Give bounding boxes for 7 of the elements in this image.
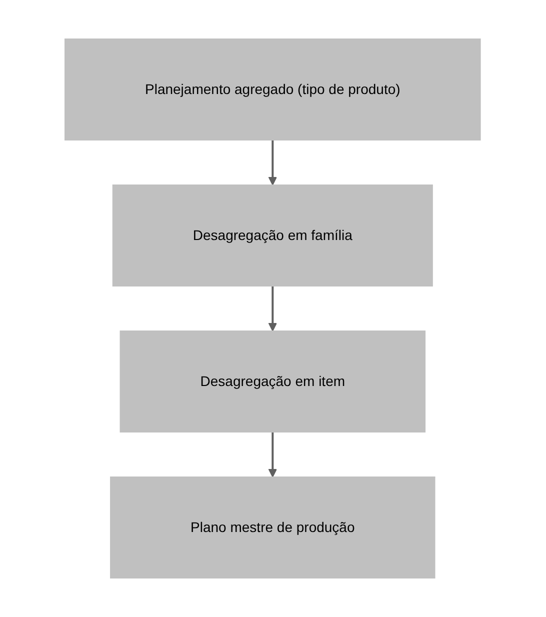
arrow: [268, 286, 278, 332]
node-box: Desagregação em família: [112, 184, 434, 286]
node-box: Desagregação em item: [120, 330, 426, 432]
arrow: [268, 432, 278, 478]
node-box: Plano mestre de produção: [110, 476, 436, 578]
node-box: Planejamento agregado (tipo de produto): [64, 38, 482, 140]
arrow: [268, 140, 278, 186]
